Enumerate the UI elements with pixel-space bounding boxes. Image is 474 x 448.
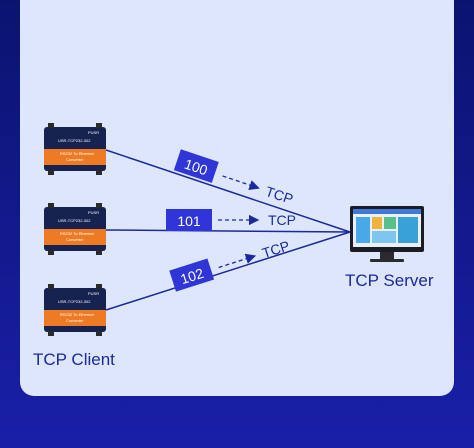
server-label: TCP Server xyxy=(345,271,434,290)
connection-line-3 xyxy=(105,231,351,311)
device-desc-line1: RS232 To Ethernet xyxy=(60,231,95,236)
connection-3-labels: 102 TCP xyxy=(169,237,292,292)
protocol-label-2: TCP xyxy=(268,212,296,228)
device-desc-line2: Converter xyxy=(66,318,84,323)
device-model: USR-TCP232-302 xyxy=(58,299,91,304)
device-desc-line1: RS232 To Ethernet xyxy=(60,312,95,317)
connection-line-2 xyxy=(105,229,351,233)
device-brand: PUSR xyxy=(88,130,99,135)
device-brand: PUSR xyxy=(88,291,99,296)
device-model: USR-TCP232-302 xyxy=(58,138,91,143)
connection-1-labels: 100 TCP xyxy=(173,149,296,207)
device-model: USR-TCP232-302 xyxy=(58,218,91,223)
client-device-2: PUSR USR-TCP232-302 RS232 To Ethernet Co… xyxy=(44,203,106,255)
port-number-100: 100 xyxy=(182,156,209,179)
port-box-102 xyxy=(169,258,215,292)
protocol-label-1: TCP xyxy=(264,183,296,207)
server-monitor-icon xyxy=(350,206,424,262)
device-desc-line1: RS232 To Ethernet xyxy=(60,151,95,156)
device-desc-line2: Converter xyxy=(66,237,84,242)
port-number-102: 102 xyxy=(178,265,205,287)
client-device-1: PUSR USR-TCP232-302 RS232 To Ethernet Co… xyxy=(44,123,106,175)
arrow-1 xyxy=(222,175,260,191)
client-device-3: PUSR USR-TCP232-302 RS232 To Ethernet Co… xyxy=(44,284,106,336)
connection-line-1 xyxy=(105,149,351,233)
port-box-101 xyxy=(166,209,212,231)
client-label: TCP Client xyxy=(33,350,115,369)
device-desc-line2: Converter xyxy=(66,157,84,162)
arrow-3 xyxy=(218,253,257,269)
port-number-101: 101 xyxy=(177,213,201,229)
protocol-label-3: TCP xyxy=(260,237,292,261)
connection-2-labels: 101 TCP xyxy=(166,209,296,231)
port-box-100 xyxy=(173,149,219,183)
device-brand: PUSR xyxy=(88,210,99,215)
